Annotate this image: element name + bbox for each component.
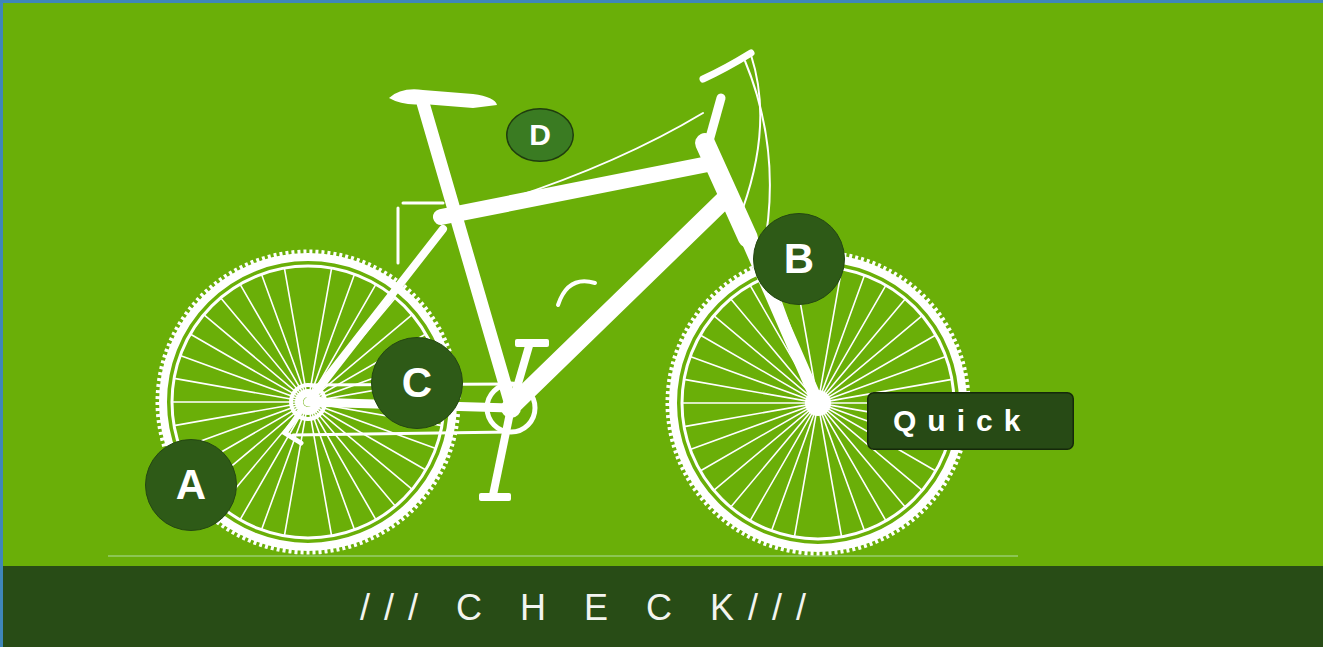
box-label: Quick — [893, 406, 1031, 436]
callout-letter: C — [371, 337, 463, 429]
callout-letter: B — [753, 213, 845, 305]
bicycle-illustration — [3, 3, 1323, 647]
callout-text: A — [176, 464, 206, 506]
bike-frame — [285, 53, 818, 495]
ground-line — [108, 555, 1018, 557]
callout-letter: D — [506, 108, 574, 162]
band-text: /// C H E C K/// — [360, 590, 820, 626]
callout-text: C — [402, 362, 432, 404]
title-band: /// C H E C K/// — [3, 566, 1323, 647]
callout-text: D — [529, 120, 551, 150]
callout-letter: A — [145, 439, 237, 531]
label-box: Quick — [867, 392, 1074, 450]
callout-text: B — [784, 238, 814, 280]
